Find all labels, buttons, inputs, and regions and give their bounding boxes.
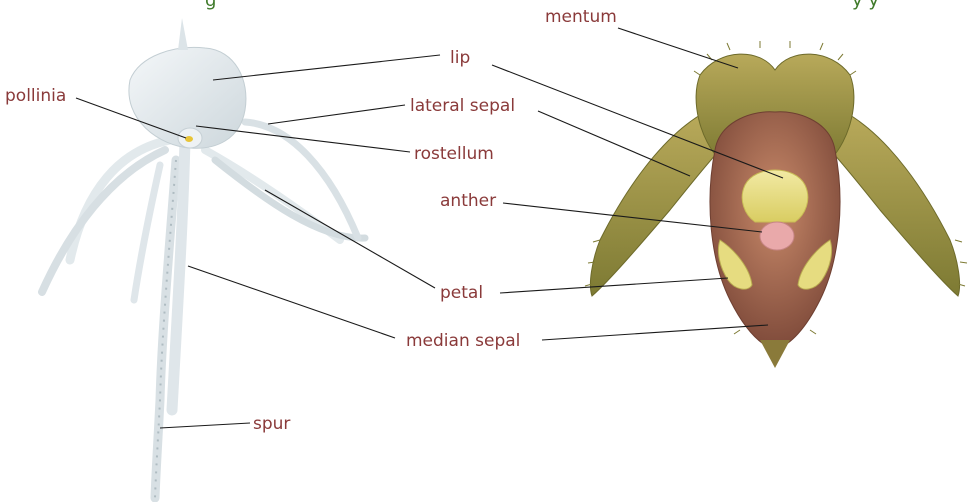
leader-median-sepal-left — [188, 266, 395, 338]
leader-lip-left — [213, 55, 440, 80]
leader-median-sepal-right — [542, 325, 768, 340]
label-lateral-sepal: lateral sepal — [410, 96, 515, 116]
title-fragment-left: g — [205, 0, 216, 11]
label-mentum: mentum — [545, 7, 617, 27]
hairy-green-orchid-flower-icon — [585, 41, 967, 368]
leader-petal-left — [265, 190, 435, 288]
label-spur: spur — [253, 414, 290, 434]
label-rostellum: rostellum — [414, 144, 494, 164]
leader-lateral-sepal-left — [268, 105, 405, 124]
label-anther: anther — [440, 191, 496, 211]
leader-spur — [160, 423, 250, 428]
label-lip: lip — [450, 48, 470, 68]
title-fragment-right: y y — [852, 0, 879, 11]
leader-mentum — [618, 28, 738, 68]
label-median-sepal: median sepal — [406, 331, 520, 351]
label-petal: petal — [440, 283, 483, 303]
leader-petal-right — [500, 278, 728, 293]
label-pollinia: pollinia — [5, 86, 66, 106]
